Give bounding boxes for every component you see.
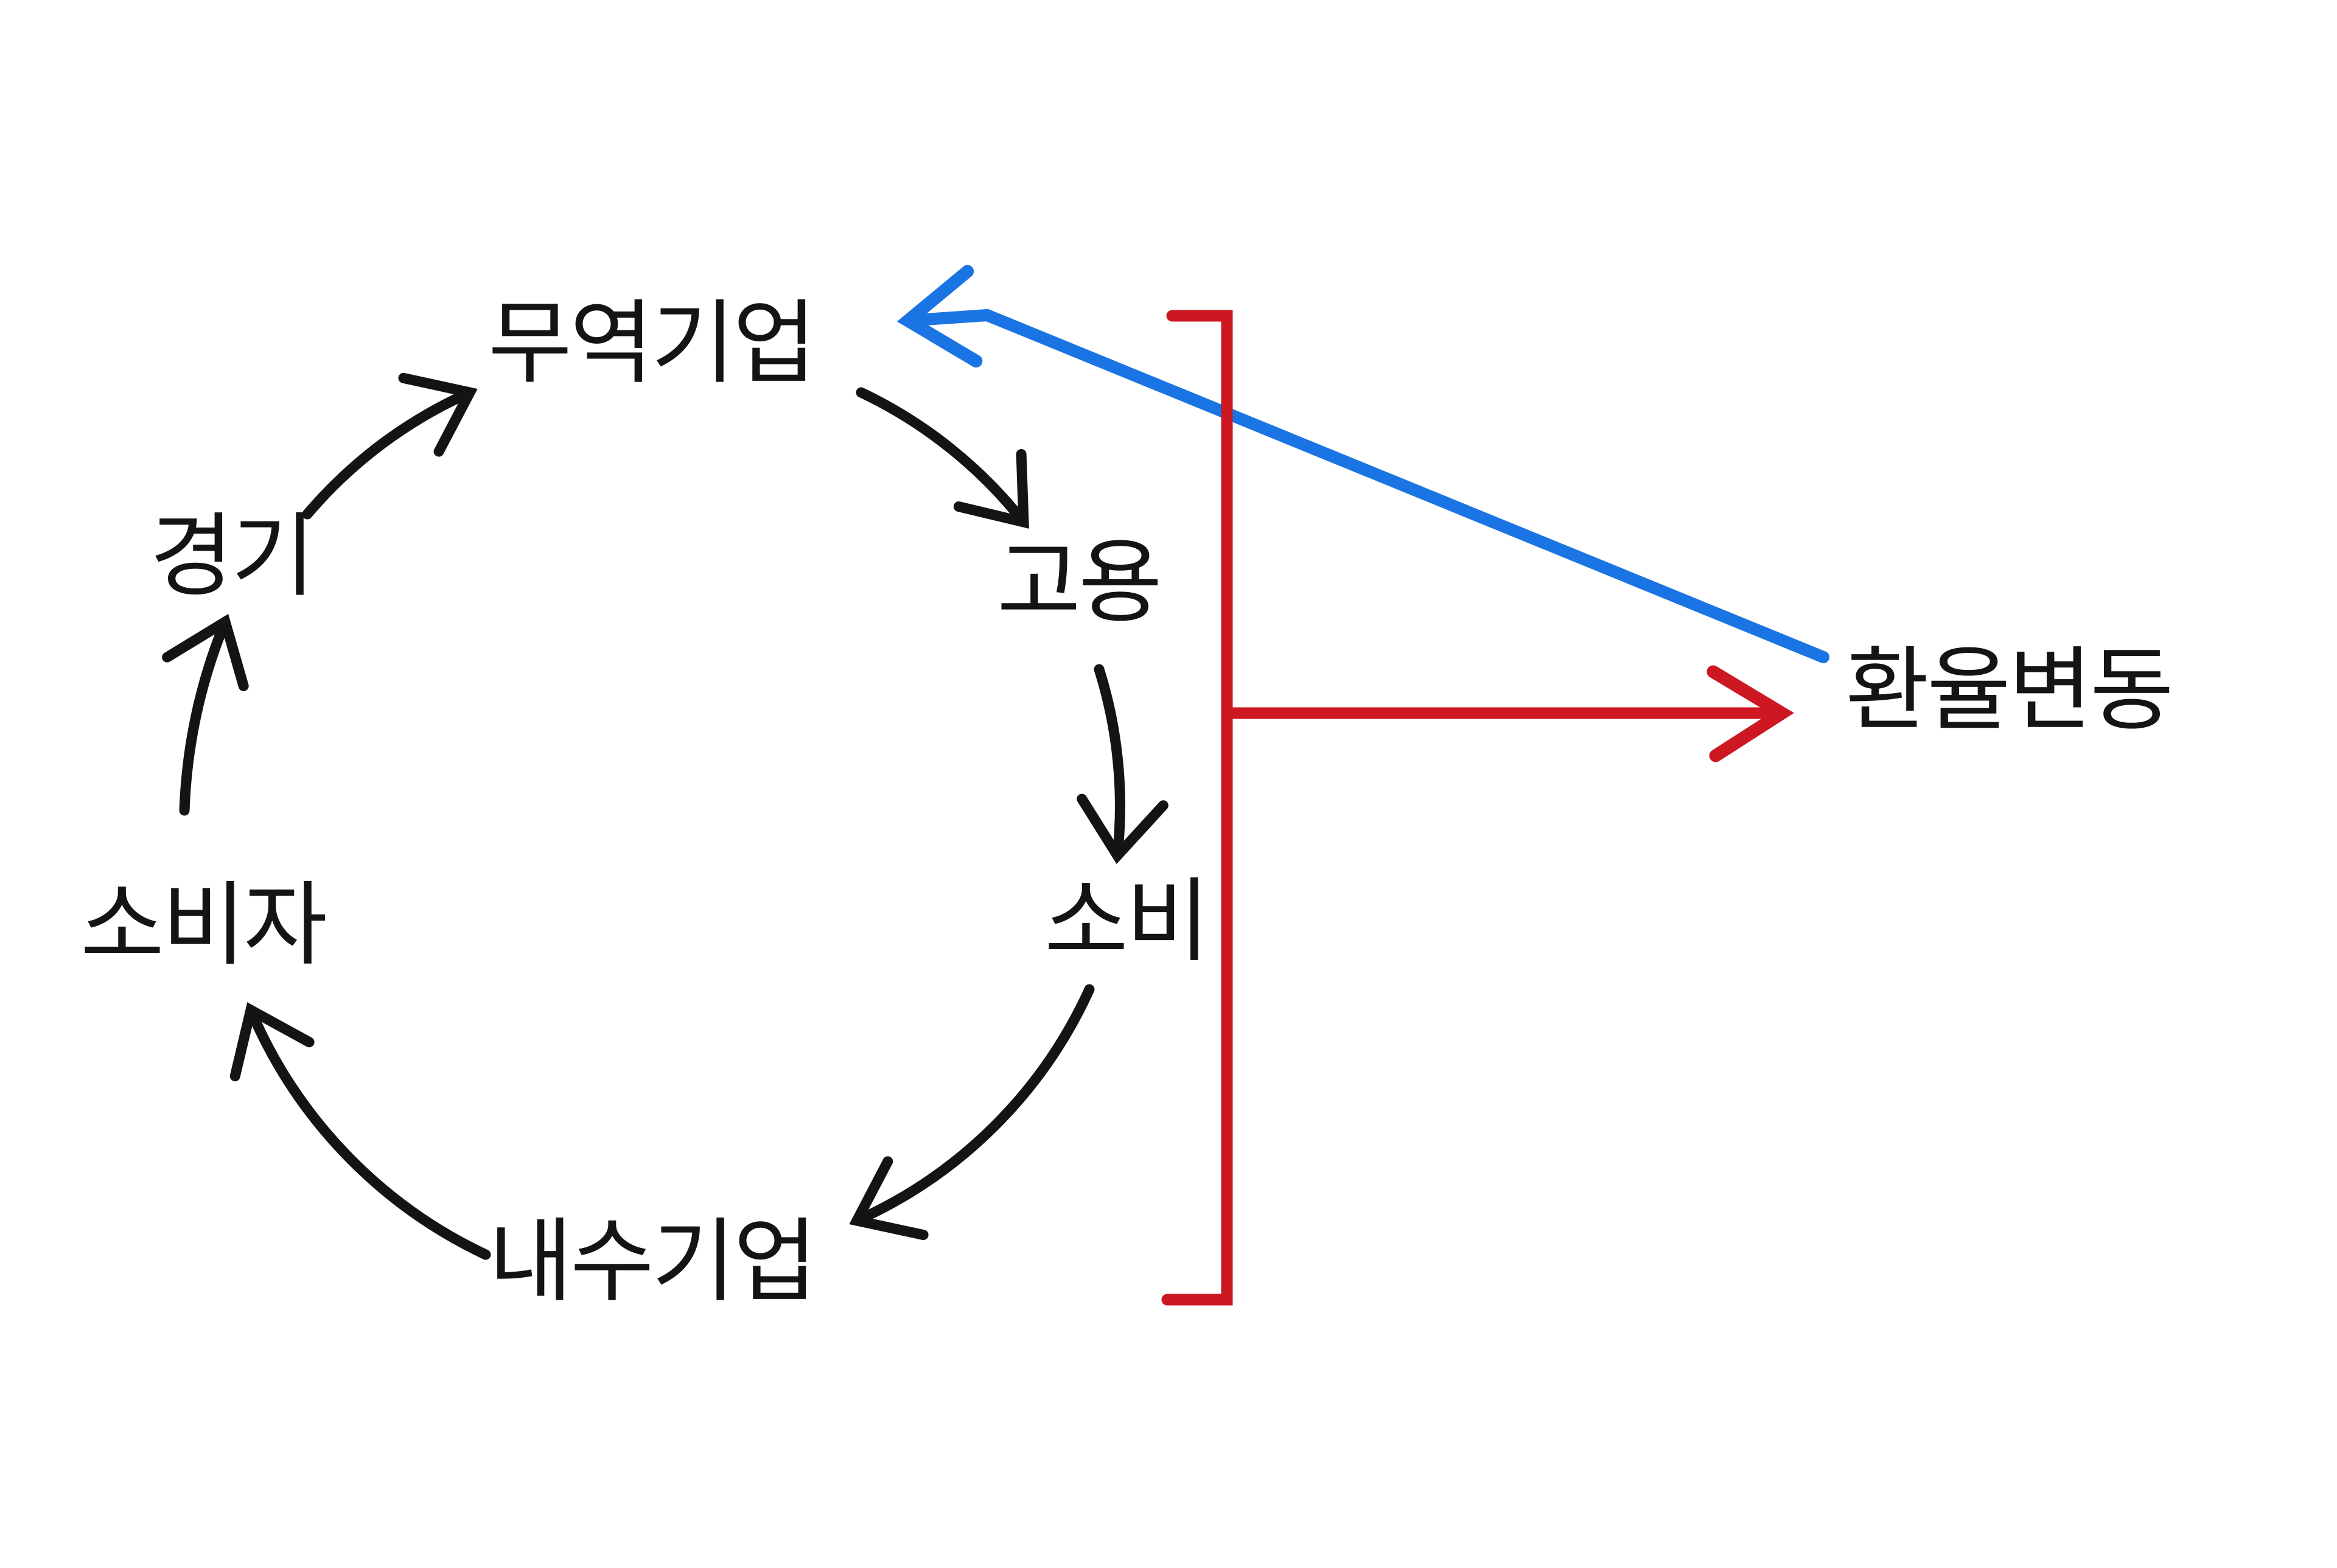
node-trade-company: 무역기업	[487, 291, 817, 397]
cycle-arrow-business-to-trade	[302, 372, 478, 520]
blue-arrow-exchange-to-trade	[896, 265, 1829, 663]
cycle-arrow-trade-to-employment	[856, 387, 1029, 529]
node-exchange-rate: 환율변동	[1845, 638, 2174, 744]
cycle-arrow-consumption-to-domestic	[849, 984, 1095, 1240]
red-bracket	[1161, 310, 1233, 1306]
node-consumption: 소비	[1044, 869, 1210, 975]
cycle-arrow-domestic-to-consumer	[229, 1002, 491, 1260]
node-employment: 고용	[996, 530, 1162, 636]
cycle-arrow-employment-to-consumption	[1077, 664, 1168, 864]
node-consumer: 소비자	[80, 873, 327, 978]
cycle-arrow-consumer-to-business	[162, 613, 249, 816]
node-domestic-company: 내수기업	[488, 1209, 817, 1315]
node-business-cycle: 경기	[149, 504, 315, 610]
